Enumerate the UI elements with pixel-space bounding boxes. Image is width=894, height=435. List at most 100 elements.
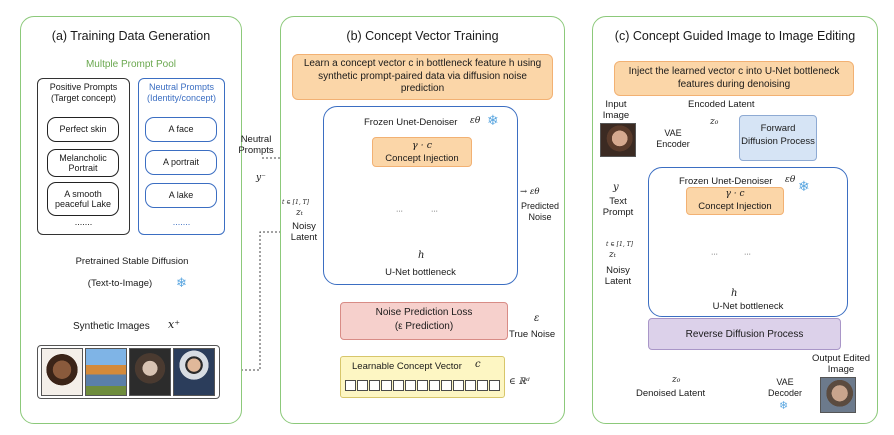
forward-diffusion-box — [739, 115, 817, 161]
input-image-label: Input — [605, 99, 627, 110]
panel-a-title: (a) Training Data Generation — [51, 29, 211, 43]
forward-diffusion-label-2: Diffusion Process — [741, 136, 815, 147]
vector-cell — [345, 380, 356, 391]
vector-cell — [393, 380, 404, 391]
encoded-latent-label: Encoded Latent — [688, 99, 755, 110]
epsilon-symbol: ε — [534, 313, 540, 324]
positive-prompt-item: A smooth peaceful Lake — [47, 182, 119, 216]
dots-left-c: ··· — [711, 251, 718, 258]
snowflake-icon: ❄ — [176, 275, 187, 290]
noisy-latent-b: Noisy — [292, 221, 316, 232]
neutral-prompts-label-2: Prompts — [238, 145, 274, 156]
bottleneck-label-b: U-Net bottleneck — [385, 267, 456, 278]
vector-cell — [429, 380, 440, 391]
dots-left-b: ··· — [396, 208, 403, 215]
positive-ellipsis: ....... — [74, 217, 93, 227]
unet-b-title: Frozen Unet-Denoiser — [364, 117, 458, 128]
panel-c-title: (c) Concept Guided Image to Image Editin… — [614, 29, 856, 43]
z0-encoded: z₀ — [710, 117, 719, 127]
h-label-b: h — [418, 250, 425, 261]
unet-c-title: Frozen Unet-Denoiser — [679, 176, 773, 187]
sd-label: Pretrained Stable Diffusion — [75, 256, 189, 267]
vector-cell — [477, 380, 488, 391]
t-range-c: t ∈ [1, T] — [606, 241, 633, 248]
positive-prompts-box — [37, 78, 130, 235]
vae-decoder-label-2: Decoder — [767, 388, 803, 398]
synthetic-images-label: Synthetic Images — [73, 321, 150, 332]
learnable-concept-vector — [340, 356, 505, 398]
pool-title: Multple Prompt Pool — [85, 59, 177, 70]
unet-b-symbol: εθ — [470, 116, 481, 126]
predicted-noise-label: Predicted — [520, 201, 560, 211]
dots-right-b: ··· — [431, 208, 438, 215]
neutral-subheader: (Identity/concept) — [146, 93, 217, 103]
output-image-label-2: Image — [827, 364, 855, 375]
vector-cell — [369, 380, 380, 391]
training-objective-box: Learn a concept vector c in bottleneck f… — [292, 54, 553, 100]
synthetic-image-man — [173, 348, 215, 396]
sd-sublabel: (Text-to-Image) — [87, 278, 153, 289]
loss-label: Noise Prediction Loss — [375, 307, 473, 318]
injection-formula-c: γ · c — [725, 189, 745, 199]
snowflake-icon: ❄ — [487, 112, 499, 128]
neutral-prompt-item: A face — [145, 117, 217, 142]
input-image — [600, 123, 636, 157]
output-image-label: Output Edited — [811, 353, 871, 364]
zt-b: zₜ — [296, 208, 303, 218]
editing-objective-box: Inject the learned vector c into U-Net b… — [614, 61, 854, 96]
positive-prompt-item: Melancholic Portrait — [47, 149, 119, 177]
positive-prompt-item: Perfect skin — [47, 117, 119, 142]
neutral-ellipsis: ....... — [172, 217, 191, 227]
synthetic-image-portrait — [129, 348, 171, 396]
vector-cell — [417, 380, 428, 391]
output-edited-image — [820, 377, 856, 413]
h-label-c: h — [731, 288, 738, 299]
noise-prediction-loss — [340, 302, 508, 340]
panel-b-title: (b) Concept Vector Training — [346, 29, 499, 43]
vector-cell — [441, 380, 452, 391]
vae-encoder-label: VAE — [664, 128, 682, 138]
vae-decoder-label: VAE — [776, 377, 794, 387]
injection-label-c: Concept Injection — [698, 201, 772, 212]
vector-space: ∈ ℝᵈ — [509, 377, 530, 387]
zt-c: zₜ — [609, 250, 616, 260]
injection-formula-b: γ · c — [411, 140, 433, 151]
vector-cell — [465, 380, 476, 391]
predicted-noise-label-2: Noise — [528, 212, 552, 222]
true-noise-label: True Noise — [509, 329, 556, 340]
bottleneck-label-c: U-Net bottleneck — [712, 301, 784, 312]
dots-right-c: ··· — [744, 251, 751, 258]
positive-header: Positive Prompts — [49, 82, 118, 92]
vector-cell — [405, 380, 416, 391]
unet-c-symbol: εθ — [785, 175, 796, 185]
vector-cell — [489, 380, 500, 391]
vector-cell — [357, 380, 368, 391]
noisy-latent-c-2: Latent — [604, 276, 632, 287]
vector-cell — [453, 380, 464, 391]
reverse-diffusion-box: Reverse Diffusion Process — [648, 318, 841, 350]
neutral-prompt-item: A portrait — [145, 150, 217, 175]
unet-denoiser-b — [323, 106, 518, 285]
text-prompt-label: Text — [609, 196, 627, 207]
synthetic-images-strip — [37, 345, 220, 399]
noisy-latent-c: Noisy — [606, 265, 630, 276]
forward-diffusion-label: Forward — [760, 123, 796, 134]
y-minus-symbol: y⁻ — [256, 173, 266, 183]
vae-encoder-label-2: Encoder — [656, 139, 690, 149]
vector-label: Learnable Concept Vector — [352, 361, 462, 372]
vector-symbol: c — [475, 359, 481, 370]
t-range-b: t ∈ [1, T] — [282, 199, 309, 206]
neutral-prompts-box — [138, 78, 225, 235]
noisy-latent-b-2: Latent — [290, 232, 318, 243]
snowflake-icon: ❄ — [798, 178, 810, 194]
text-prompt-label-2: Prompt — [602, 207, 634, 218]
z0-denoised: z₀ — [672, 375, 681, 385]
concept-injection-b — [372, 137, 472, 167]
neutral-prompt-item: A lake — [145, 183, 217, 208]
neutral-header: Neutral Prompts — [148, 82, 215, 92]
y-symbol: y — [613, 182, 619, 193]
neutral-prompts-label: Neutral — [240, 134, 272, 145]
loss-sublabel: (ε Prediction) — [394, 321, 454, 332]
input-image-label-2: Image — [602, 110, 630, 121]
snowflake-icon: ❄ — [779, 400, 789, 412]
